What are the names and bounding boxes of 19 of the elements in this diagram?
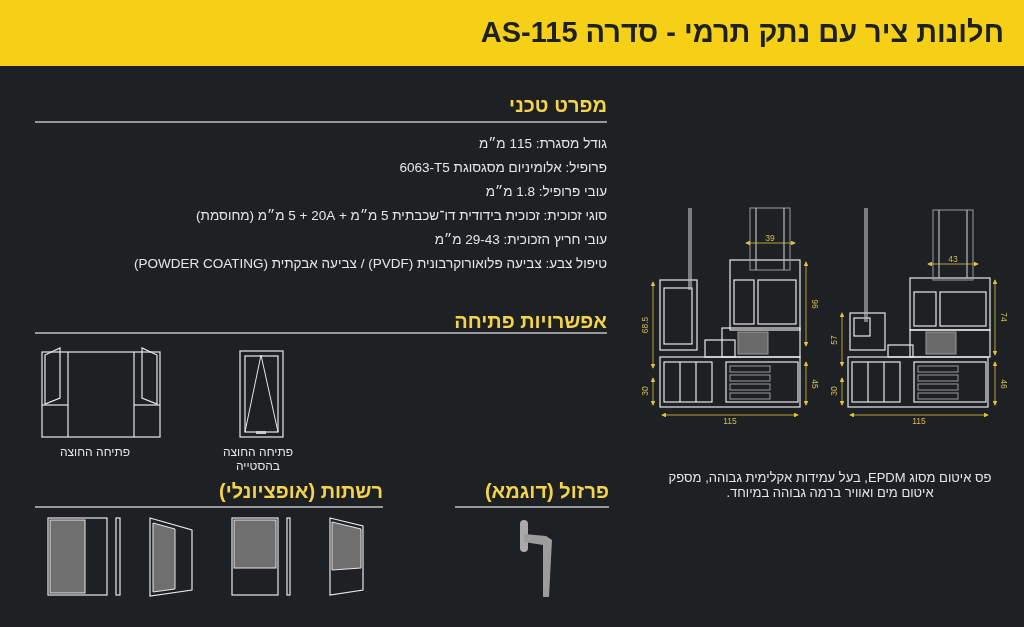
- dimension-value: 115: [911, 415, 927, 427]
- section-heading: מפרט טכני: [508, 94, 607, 117]
- dimension-value: 96: [809, 298, 821, 311]
- section-heading: אפשרויות פתיחה: [453, 310, 607, 333]
- option-caption: פתיחה החוצה: [58, 445, 132, 459]
- page-title: חלונות ציר עם נתק תרמי - סדרה AS-115: [480, 16, 1004, 49]
- dimension-value: 39: [764, 232, 776, 244]
- dimension-value: 46: [998, 378, 1010, 391]
- dimension-value: 68.5: [639, 315, 651, 336]
- dimension-value: 115: [722, 415, 738, 427]
- section-heading: רשתות (אופציונלי): [218, 480, 383, 503]
- option-caption: פתיחה החוצה בהסטייה: [222, 445, 294, 473]
- section-heading: פרזול (דוגמא): [483, 480, 609, 503]
- dimension-value: 57: [828, 334, 840, 347]
- dimension-value: 45: [809, 378, 821, 391]
- dimension-value: 74: [998, 311, 1010, 324]
- dimension-value: 30: [828, 385, 840, 398]
- dimension-value: 43: [947, 253, 959, 265]
- dimension-value: 30: [639, 385, 651, 398]
